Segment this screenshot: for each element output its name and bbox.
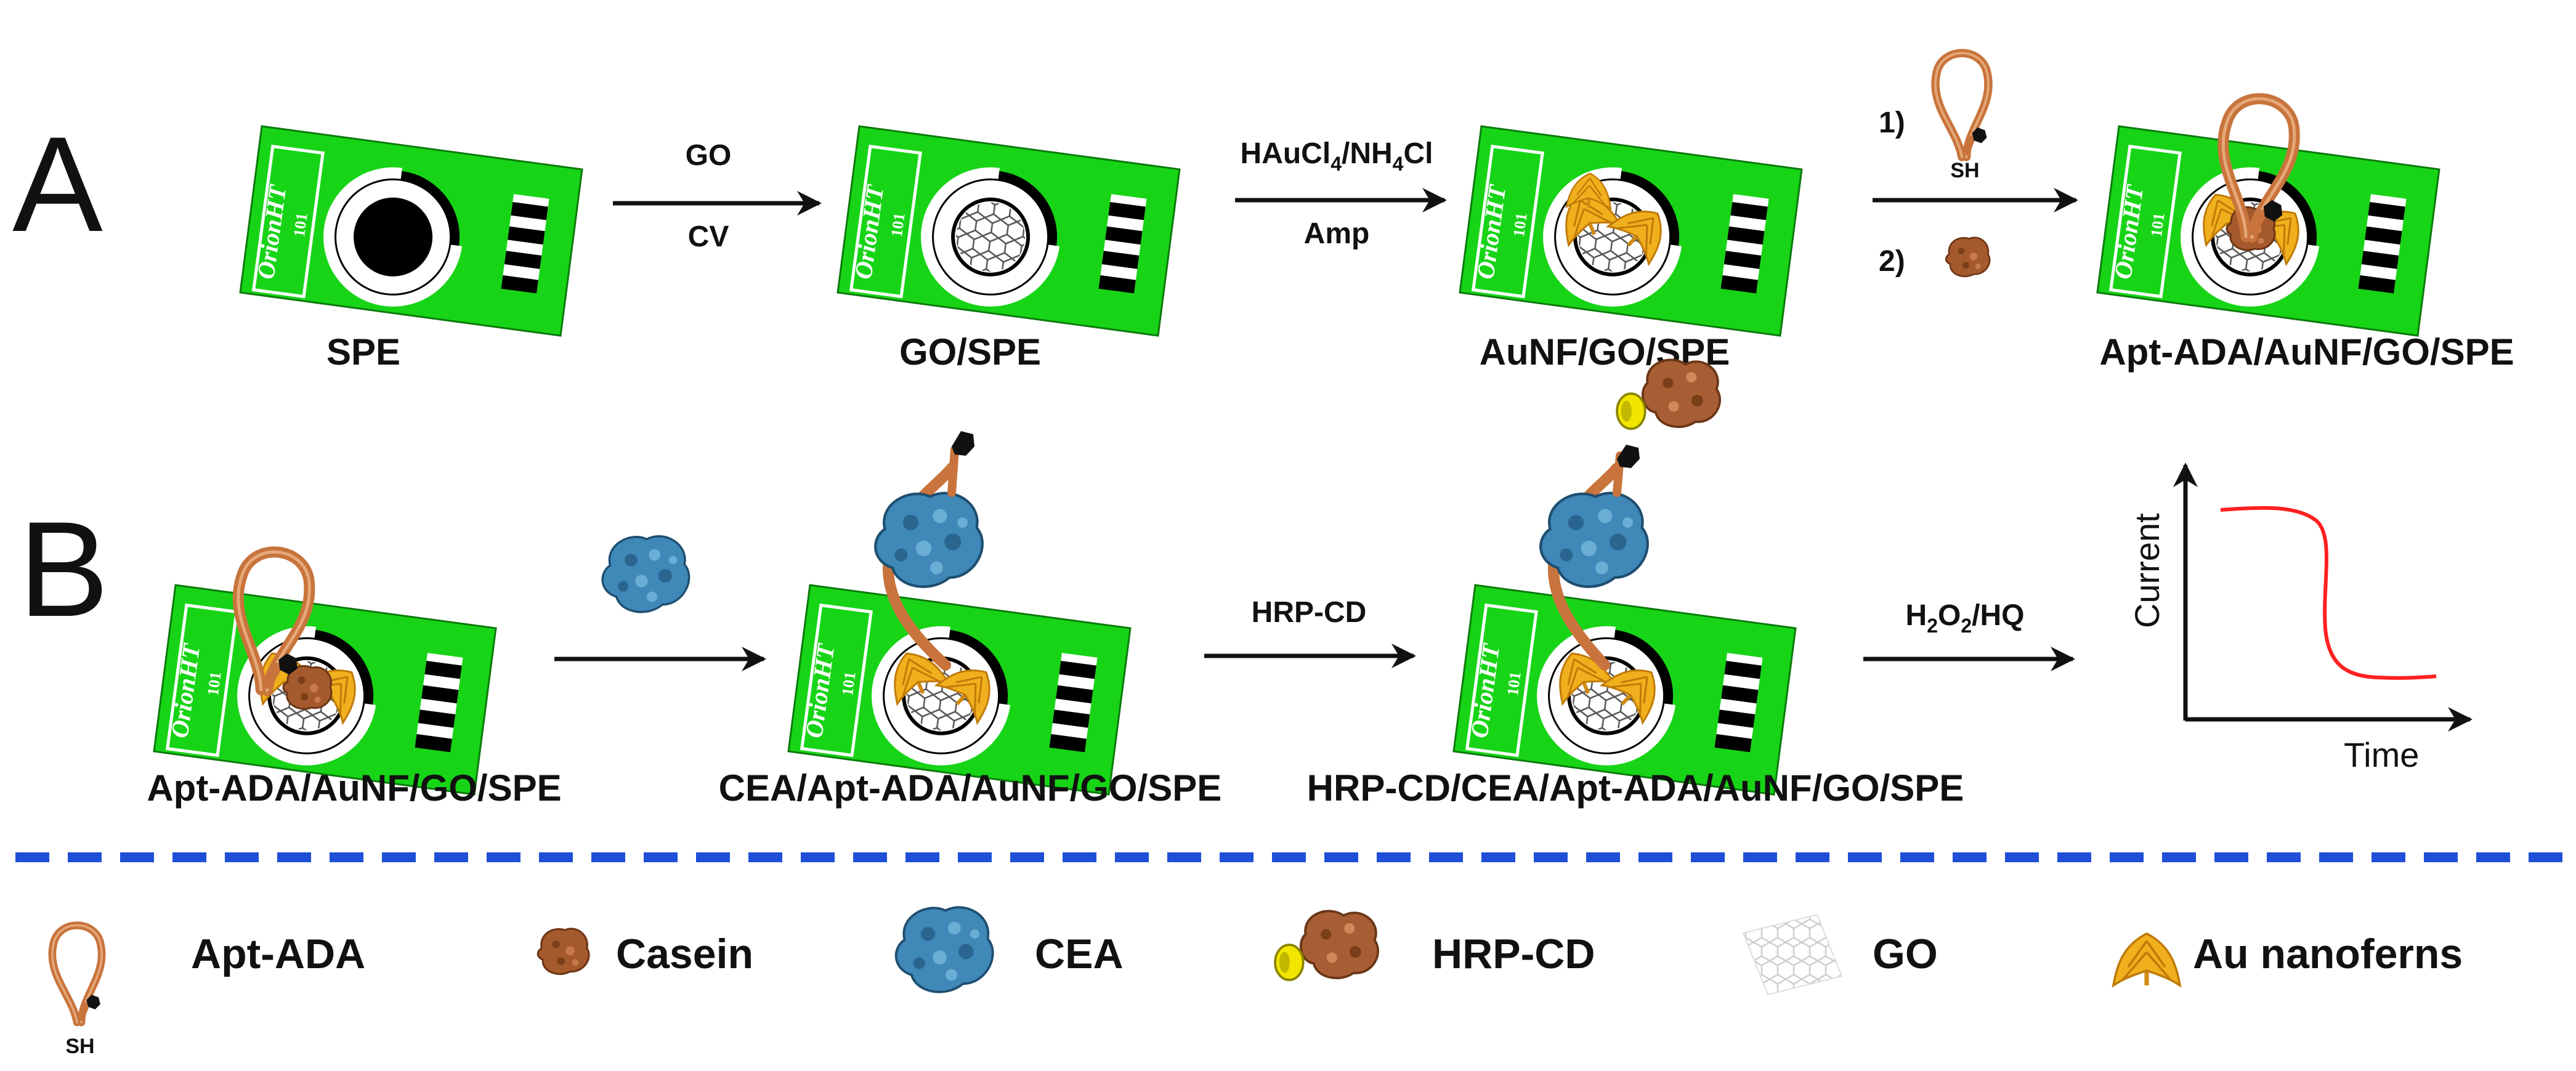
label-b-hrp-cd: HRP-CD/CEA/Apt-ADA/AuNF/GO/SPE (1307, 767, 1964, 809)
label-b-apt-ada: Apt-ADA/AuNF/GO/SPE (147, 767, 561, 809)
panel-letter-a: A (12, 108, 103, 260)
arrow2-top-label: HAuCl4/NH4Cl (1241, 137, 1433, 175)
legend-label-cea: CEA (1035, 931, 1124, 977)
electrode-model: 101 (1504, 671, 1525, 697)
arrow1-bottom-label: CV (688, 220, 729, 253)
plot-y-label: Current (2128, 513, 2166, 628)
electrode-b1: OrionHT 101 (154, 541, 496, 794)
electrode-model: 101 (838, 671, 859, 697)
electrode-model: 101 (290, 212, 311, 238)
legend-item-casein: Casein (537, 928, 753, 977)
label-spe: SPE (326, 331, 400, 373)
legend-label-hrp-cd: HRP-CD (1432, 931, 1595, 977)
arrow3-step2: 2) (1879, 245, 1905, 278)
cea-bound-complex (875, 431, 982, 671)
electrode-aunf-go-spe: OrionHT 101 (1460, 126, 1802, 336)
plot-current-curve (2220, 506, 2437, 680)
panel-letter-b: B (18, 493, 109, 645)
hrp-cd-icon (1274, 910, 1379, 981)
arrow-b2-top-label: HRP-CD (1252, 596, 1367, 629)
legend-item-cea: CEA (894, 906, 1124, 993)
arrow2-bottom-label: Amp (1304, 217, 1370, 250)
electrode-model: 101 (1510, 212, 1531, 238)
electrode-b2: OrionHT 101 (788, 585, 1130, 794)
legend-sh-label: SH (65, 1035, 94, 1058)
electrode-b3: OrionHT 101 (1454, 585, 1796, 794)
current-time-plot: Current Time (2128, 463, 2473, 774)
electrode-model: 101 (2147, 212, 2168, 238)
graphene-oxide-icon (1742, 913, 1843, 996)
legend-label-au-nanoferns: Au nanoferns (2193, 931, 2463, 977)
casein-icon (537, 928, 590, 976)
cea-protein-icon (601, 535, 691, 613)
hrp-cd-bound-complex (1541, 358, 1721, 671)
arrow1-top-label: GO (686, 139, 732, 172)
legend-item-hrp-cd: HRP-CD (1274, 910, 1595, 981)
casein-icon (1945, 236, 1991, 278)
legend-label-apt-ada: Apt-ADA (191, 931, 365, 977)
aptamer-icon (1935, 53, 1988, 157)
legend-item-au-nanoferns: Au nanoferns (2113, 931, 2463, 985)
electrode-model: 101 (888, 212, 909, 238)
legend-label-casein: Casein (616, 931, 753, 977)
arrow3-sh-label: SH (1950, 159, 1979, 182)
label-go-spe: GO/SPE (899, 331, 1041, 373)
arrow-b3-top-label: H2O2/HQ (1906, 599, 2025, 637)
legend-item-go: GO (1742, 913, 1938, 996)
label-b-cea: CEA/Apt-ADA/AuNF/GO/SPE (719, 767, 1222, 809)
electrode-spe: OrionHT 101 (240, 126, 582, 336)
electrode-model: 101 (204, 671, 225, 697)
legend-label-go: GO (1873, 931, 1938, 977)
electrode-go-spe: OrionHT 101 (838, 126, 1180, 336)
arrow3-step1: 1) (1879, 107, 1905, 139)
electrode-apt-ada-aunf-go-spe: OrionHT 101 (2097, 82, 2439, 336)
au-nanofern-icon (2113, 934, 2180, 985)
label-apt-ada-aunf-go-spe: Apt-ADA/AuNF/GO/SPE (2099, 331, 2514, 373)
cea-protein-icon (894, 906, 994, 993)
legend-item-apt-ada: SH Apt-ADA (52, 926, 365, 1058)
aptamer-icon (52, 926, 102, 1023)
plot-x-label: Time (2344, 735, 2419, 774)
